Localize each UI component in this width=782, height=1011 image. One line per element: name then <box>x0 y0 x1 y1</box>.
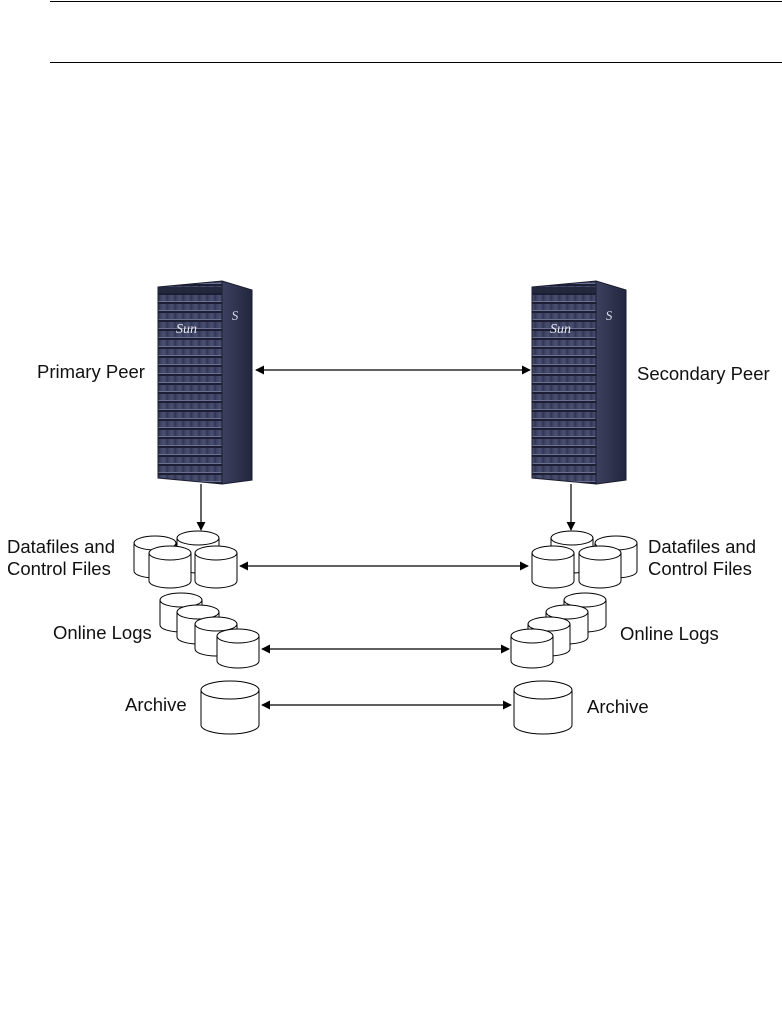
datafile-disk-icon <box>531 545 575 589</box>
server-brand: Sun <box>176 322 197 337</box>
online-log-disk-icon <box>216 628 260 669</box>
svg-text:S: S <box>605 308 613 323</box>
datafiles-left-label-line2: Control Files <box>7 558 111 579</box>
archive-right-label: Archive <box>587 696 649 717</box>
datafile-disk-icon <box>194 545 238 589</box>
primary-peer-label: Primary Peer <box>37 361 145 382</box>
datafiles-right-label-line1: Datafiles and <box>648 536 756 557</box>
datafiles-right-label-line2: Control Files <box>648 558 752 579</box>
archive-disk-icon <box>513 680 573 735</box>
datafile-disk-icon <box>148 545 192 589</box>
online-log-disk-icon <box>510 628 554 669</box>
top-rule <box>50 1 782 2</box>
datafile-disk-icon <box>578 545 622 589</box>
archive-left-label: Archive <box>125 694 187 715</box>
datafiles-left-label-line1: Datafiles and <box>7 536 115 557</box>
online-logs-left-label: Online Logs <box>53 622 152 643</box>
archive-disk-icon <box>200 680 260 735</box>
online-logs-right-label: Online Logs <box>620 623 719 644</box>
primary-server-icon: Sun S <box>157 280 253 485</box>
header-rule <box>50 62 782 63</box>
server-brand: Sun <box>550 322 571 337</box>
svg-text:S: S <box>231 308 239 323</box>
secondary-server-icon: Sun S <box>531 280 627 485</box>
secondary-peer-label: Secondary Peer <box>637 363 770 384</box>
